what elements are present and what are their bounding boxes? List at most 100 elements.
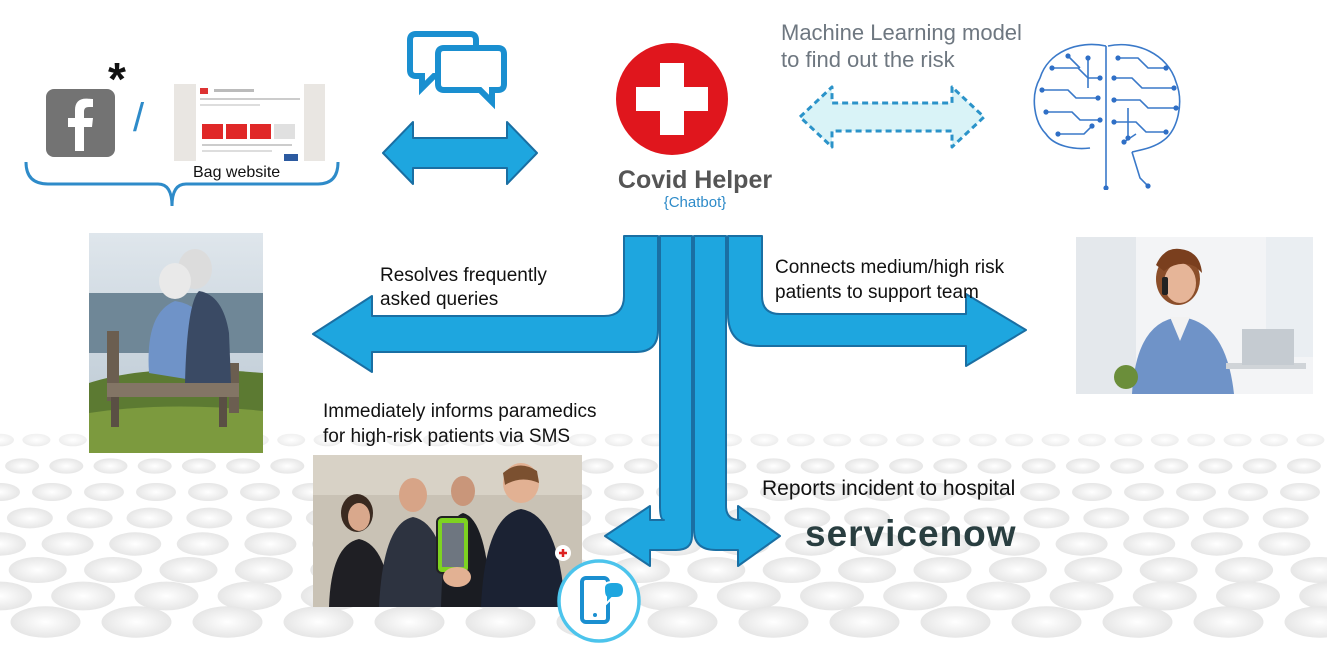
paramedic-label-line2: for high-risk patients via SMS (323, 426, 571, 447)
background-dot (1202, 507, 1249, 529)
background-dot (844, 507, 891, 529)
facebook-icon (46, 89, 115, 157)
background-dot (1139, 556, 1198, 584)
background-dot (579, 458, 614, 474)
background-dot (864, 483, 904, 501)
background-dot (374, 606, 445, 638)
background-dot (977, 458, 1012, 474)
background-dot (963, 507, 1010, 529)
background-dot (1124, 483, 1164, 501)
background-dot (812, 483, 852, 501)
background-dot (1280, 483, 1320, 501)
background-dot (1083, 507, 1130, 529)
background-dot (1011, 606, 1082, 638)
background-dot (176, 532, 229, 556)
background-dot (0, 483, 20, 501)
sources-brace (24, 161, 340, 207)
ml-label-line2: to find out the risk (781, 47, 955, 72)
background-dot (10, 606, 81, 638)
sms-phone-icon (557, 559, 641, 643)
background-dot (66, 507, 113, 529)
background-dot (604, 483, 644, 501)
brain-circuit-icon (1033, 43, 1181, 190)
chat-bubbles-icon (407, 31, 507, 110)
background-dot (1286, 458, 1321, 474)
background-dot (1020, 483, 1060, 501)
background-dot (49, 458, 84, 474)
slash-separator: / (133, 96, 145, 140)
servicenow-logo-text: servicenow (805, 513, 1017, 554)
background-dot (1299, 581, 1327, 611)
website-label: Bag website (193, 164, 281, 181)
background-dot (136, 483, 176, 501)
background-dot (5, 458, 40, 474)
support-agent-photo (1076, 237, 1313, 394)
website-screenshot (174, 84, 325, 161)
background-dot (1143, 507, 1190, 529)
background-dot (800, 458, 835, 474)
background-dot (465, 606, 536, 638)
background-dot (1215, 556, 1274, 584)
background-dot (633, 581, 698, 611)
background-dot (217, 581, 282, 611)
background-dot (109, 532, 162, 556)
background-dot (101, 606, 172, 638)
background-dot (988, 532, 1040, 556)
background-dot (968, 483, 1008, 501)
hospital-label: Reports incident to hospital (762, 477, 1016, 500)
background-dot (51, 581, 116, 611)
background-dot (1123, 532, 1176, 556)
background-dot (1242, 458, 1277, 474)
background-dot (920, 532, 973, 556)
background-dot (756, 458, 791, 474)
background-dot (6, 507, 53, 529)
ml-double-arrow (798, 85, 986, 149)
background-dot (1290, 556, 1327, 584)
background-dot (1193, 606, 1264, 638)
background-dot (1132, 581, 1197, 611)
faq-label-line2: asked queries (380, 289, 499, 310)
background-dot (283, 606, 354, 638)
elderly-couple-photo (89, 233, 263, 453)
support-label-line2: patients to support team (775, 282, 979, 303)
background-dot (0, 581, 32, 611)
background-dot (1262, 507, 1309, 529)
background-dot (762, 556, 821, 584)
background-dot (852, 532, 905, 556)
background-dot (1072, 483, 1112, 501)
background-dot (838, 556, 897, 584)
background-dot (916, 483, 956, 501)
background-dot (844, 458, 879, 474)
background-dot (246, 507, 293, 529)
servicenow-logo: servicenow (805, 512, 1017, 556)
background-dot (126, 507, 173, 529)
background-dot (41, 532, 94, 556)
background-dot (192, 606, 263, 638)
background-dot (785, 532, 838, 556)
background-dot (32, 483, 72, 501)
background-dot (1102, 606, 1173, 638)
background-dot (188, 483, 228, 501)
background-dot (1021, 458, 1056, 474)
background-dot (1190, 532, 1243, 556)
arrow-to-hospital (693, 235, 781, 567)
background-dot (244, 532, 297, 556)
background-dot (1065, 458, 1100, 474)
background-dot (988, 556, 1047, 584)
background-dot (1055, 532, 1108, 556)
background-dot (159, 556, 218, 584)
background-dot (1284, 606, 1327, 638)
background-dot (784, 507, 831, 529)
background-dot (687, 556, 746, 584)
background-dot (1064, 556, 1123, 584)
arrow-to-faq (312, 235, 659, 373)
background-dot (1258, 532, 1311, 556)
background-dot (800, 581, 864, 611)
background-dot (137, 458, 172, 474)
background-dot (966, 581, 1031, 611)
arrow-to-paramedics (604, 235, 693, 567)
background-dot (134, 581, 199, 611)
background-dot (1023, 507, 1070, 529)
support-label-line1: Connects medium/high risk (775, 257, 1005, 278)
background-dot (1216, 581, 1280, 611)
